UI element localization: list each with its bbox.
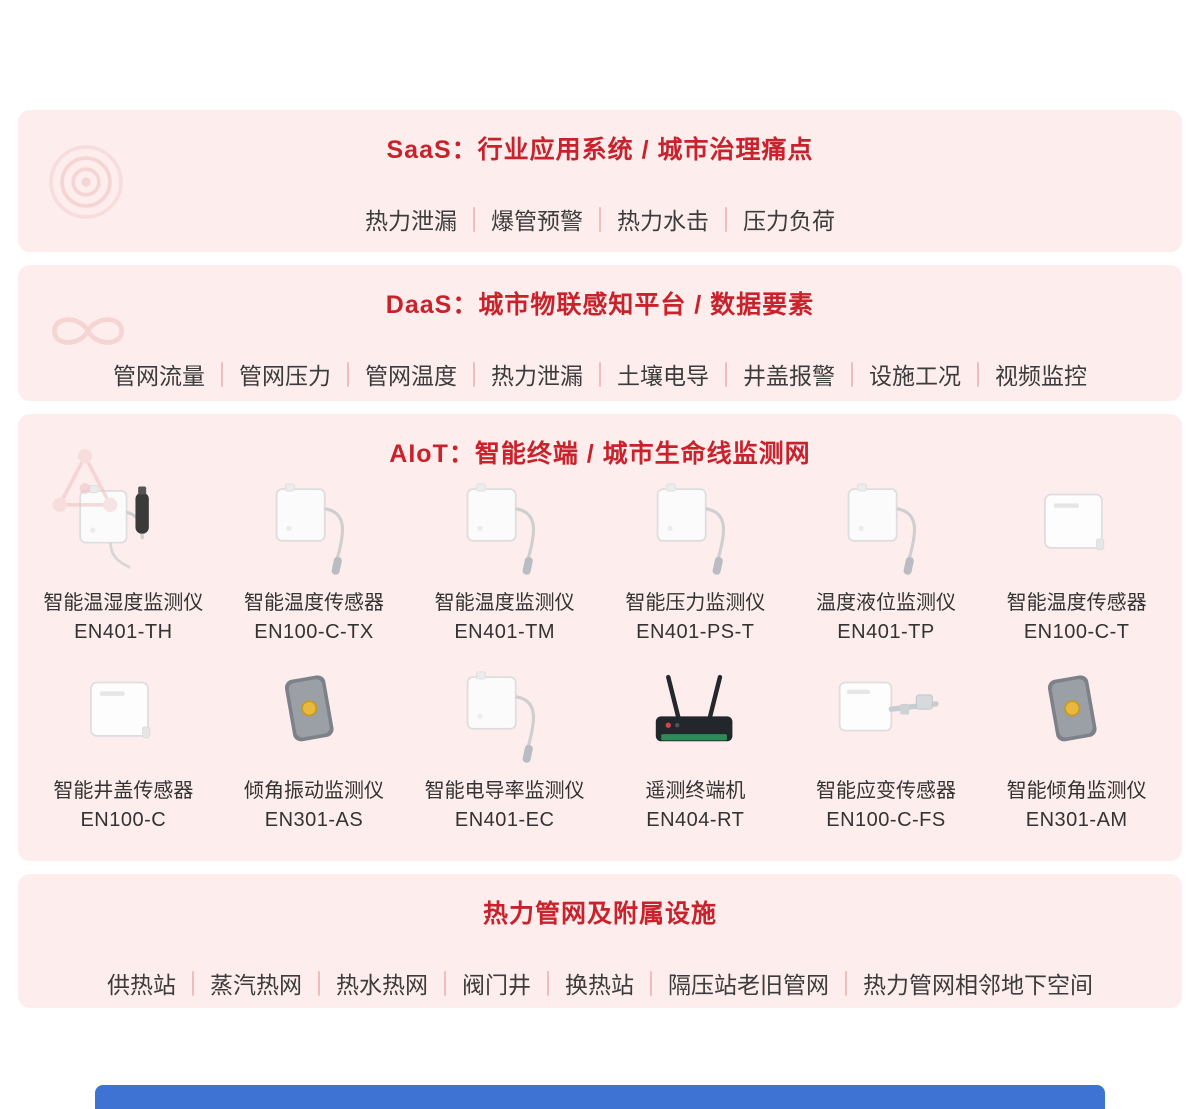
footer-bar <box>95 1085 1105 1109</box>
tilt-monitor-image <box>1011 670 1143 768</box>
product-model: EN100-C-T <box>1023 621 1130 643</box>
product-card: 智能倾角监测仪 EN301-AM <box>981 670 1172 832</box>
product-model: EN401-EC <box>454 809 555 831</box>
product-card: 智能电导率监测仪 EN401-EC <box>409 670 600 832</box>
list-item: 热力管网相邻地下空间 <box>863 972 1093 998</box>
manhole-sensor-image <box>57 670 189 768</box>
divider <box>221 361 223 387</box>
list-item: 视频监控 <box>995 363 1087 389</box>
daas-title: DaaS：城市物联感知平台 / 数据要素 <box>385 291 815 319</box>
list-item: 热力泄漏 <box>365 208 457 234</box>
list-item: 设施工况 <box>869 363 961 389</box>
strain-sensor-image <box>820 670 952 768</box>
temp-humidity-monitor-image <box>57 482 189 580</box>
divider <box>192 970 194 996</box>
product-name: 智能温湿度监测仪 <box>43 592 204 614</box>
pressure-monitor-image <box>629 482 761 580</box>
product-name: 智能井盖传感器 <box>53 780 194 802</box>
temp-sensor-flat-image <box>1011 482 1143 580</box>
section-aiot: AIoT：智能终端 / 城市生命线监测网 智能温湿度监测仪 EN401-TH 智… <box>18 414 1182 861</box>
product-model: EN404-RT <box>646 809 745 831</box>
daas-items: 管网流量 管网压力 管网温度 热力泄漏 土壤电导 井盖报警 设施工况 视频监控 <box>18 357 1182 391</box>
divider <box>725 361 727 387</box>
product-name: 智能温度监测仪 <box>434 592 575 614</box>
divider <box>547 970 549 996</box>
facilities-items: 供热站 蒸汽热网 热水热网 阀门井 换热站 隔压站老旧管网 热力管网相邻地下空间 <box>18 966 1182 1000</box>
product-name: 温度液位监测仪 <box>815 592 956 614</box>
list-item: 热力水击 <box>617 208 709 234</box>
product-card: 智能温湿度监测仪 EN401-TH <box>28 482 219 644</box>
divider <box>845 970 847 996</box>
list-item: 管网温度 <box>365 363 457 389</box>
list-item: 管网流量 <box>113 363 205 389</box>
list-item: 热力泄漏 <box>491 363 583 389</box>
product-card: 智能应变传感器 EN100-C-FS <box>791 670 982 832</box>
product-model: EN301-AM <box>1025 809 1128 831</box>
facilities-title: 热力管网及附属设施 <box>482 900 717 928</box>
divider <box>347 361 349 387</box>
list-item: 井盖报警 <box>743 363 835 389</box>
section-saas: SaaS：行业应用系统 / 城市治理痛点 热力泄漏 爆管预警 热力水击 压力负荷 <box>18 110 1182 252</box>
saas-items: 热力泄漏 爆管预警 热力水击 压力负荷 <box>18 202 1182 236</box>
divider <box>599 206 601 232</box>
temp-sensor-image <box>248 482 380 580</box>
temp-monitor-image <box>439 482 571 580</box>
divider <box>599 361 601 387</box>
divider <box>318 970 320 996</box>
divider <box>444 970 446 996</box>
list-item: 管网压力 <box>239 363 331 389</box>
product-model: EN401-PS-T <box>636 621 755 643</box>
product-card: 智能井盖传感器 EN100-C <box>28 670 219 832</box>
divider <box>473 361 475 387</box>
product-model: EN100-C <box>80 809 167 831</box>
product-name: 智能压力监测仪 <box>625 592 766 614</box>
list-item: 供热站 <box>107 972 176 998</box>
product-name: 倾角振动监测仪 <box>243 780 384 802</box>
section-daas: DaaS：城市物联感知平台 / 数据要素 管网流量 管网压力 管网温度 热力泄漏… <box>18 265 1182 401</box>
product-model: EN401-TH <box>74 621 173 643</box>
list-item: 隔压站老旧管网 <box>668 972 829 998</box>
product-model: EN401-TP <box>837 621 935 643</box>
list-item: 换热站 <box>565 972 634 998</box>
product-card: 智能温度传感器 EN100-C-T <box>981 482 1172 644</box>
product-model: EN100-C-TX <box>254 621 374 643</box>
list-item: 热水热网 <box>336 972 428 998</box>
list-item: 蒸汽热网 <box>210 972 302 998</box>
list-item: 爆管预警 <box>491 208 583 234</box>
product-name: 智能电导率监测仪 <box>424 780 585 802</box>
product-model: EN100-C-FS <box>826 809 946 831</box>
list-item: 压力负荷 <box>743 208 835 234</box>
list-item: 土壤电导 <box>617 363 709 389</box>
product-model: EN301-AS <box>264 809 364 831</box>
conductivity-monitor-image <box>439 670 571 768</box>
saas-title: SaaS：行业应用系统 / 城市治理痛点 <box>386 136 814 164</box>
product-card: 智能温度传感器 EN100-C-TX <box>219 482 410 644</box>
product-model: EN401-TM <box>454 621 556 643</box>
product-card: 遥测终端机 EN404-RT <box>600 670 791 832</box>
divider <box>851 361 853 387</box>
product-card: 倾角振动监测仪 EN301-AS <box>219 670 410 832</box>
divider <box>725 206 727 232</box>
product-name: 智能温度传感器 <box>243 592 384 614</box>
divider <box>977 361 979 387</box>
aiot-title: AIoT：智能终端 / 城市生命线监测网 <box>389 440 811 468</box>
product-name: 遥测终端机 <box>645 780 746 802</box>
list-item: 阀门井 <box>462 972 531 998</box>
temp-level-monitor-image <box>820 482 952 580</box>
section-facilities: 热力管网及附属设施 供热站 蒸汽热网 热水热网 阀门井 换热站 隔压站老旧管网 … <box>18 874 1182 1008</box>
product-card: 智能压力监测仪 EN401-PS-T <box>600 482 791 644</box>
product-name: 智能温度传感器 <box>1006 592 1147 614</box>
product-card: 智能温度监测仪 EN401-TM <box>409 482 600 644</box>
tilt-vibration-monitor-image <box>248 670 380 768</box>
telemetry-terminal-image <box>629 670 761 768</box>
product-grid: 智能温湿度监测仪 EN401-TH 智能温度传感器 EN100-C-TX 智能温… <box>18 470 1182 850</box>
product-name: 智能应变传感器 <box>815 780 956 802</box>
product-name: 智能倾角监测仪 <box>1006 780 1147 802</box>
product-card: 温度液位监测仪 EN401-TP <box>791 482 982 644</box>
divider <box>650 970 652 996</box>
divider <box>473 206 475 232</box>
